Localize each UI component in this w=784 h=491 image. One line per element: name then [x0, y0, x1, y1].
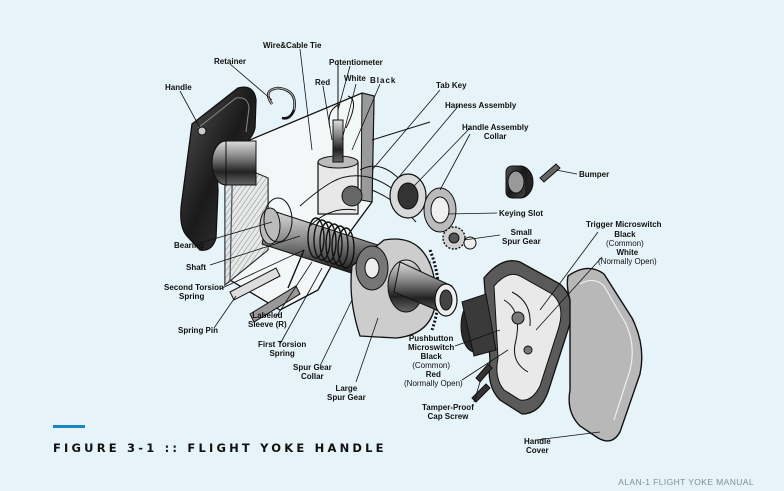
label-first-torsion-spring-line2: Spring	[269, 349, 295, 358]
label-tamper-proof-line1: Tamper-Proof	[422, 403, 474, 412]
label-wire-cable-tie: Wire&Cable Tie	[263, 41, 322, 50]
figure-title: FIGURE 3-1 :: FLIGHT YOKE HANDLE	[53, 441, 387, 455]
label-handle-cover: Handle Cover	[524, 437, 551, 455]
label-white: White	[344, 74, 366, 83]
label-trigger-microswitch: Trigger Microswitch	[586, 220, 662, 229]
label-pushbutton-black: Black	[420, 352, 442, 361]
label-pushbutton-normally-open: (Normally Open)	[404, 379, 463, 388]
label-second-torsion-spring-line2: Spring	[179, 292, 205, 301]
label-second-torsion-spring: Second Torsion Spring	[164, 283, 224, 301]
label-trigger-white: White	[616, 248, 639, 257]
manual-footer: ALAN-1 FLIGHT YOKE MANUAL	[618, 477, 754, 487]
label-pushbutton-common: (Common)	[412, 361, 450, 370]
label-trigger-normally-open: (Normally Open)	[598, 257, 657, 266]
label-tamper-proof-line2: Cap Screw	[427, 412, 469, 421]
label-first-torsion-spring: First Torsion Spring	[258, 340, 306, 358]
large-spur-gear	[350, 238, 458, 339]
label-tab-key: Tab Key	[436, 81, 467, 90]
label-large-spur-gear: Large Spur Gear	[327, 384, 366, 402]
label-trigger-black-common: Black (Common)	[606, 230, 644, 248]
label-black: Black	[370, 76, 397, 85]
label-handle-assembly-collar: Handle Assembly Collar	[462, 123, 528, 141]
handle-assembly-collar	[389, 173, 457, 233]
label-small-spur-gear: Small Spur Gear	[502, 228, 541, 246]
label-spur-gear-collar: Spur Gear Collar	[293, 363, 332, 381]
label-labeled-sleeve-line1: Labeled	[252, 311, 283, 320]
label-red: Red	[315, 78, 331, 87]
label-trigger-white-normally-open: White (Normally Open)	[598, 248, 657, 266]
label-handle-assembly-collar-line2: Collar	[483, 132, 507, 141]
label-handle-cover-line1: Handle	[524, 437, 551, 446]
label-trigger-common: (Common)	[606, 239, 644, 248]
torsion-springs	[287, 217, 355, 289]
accent-bar	[53, 425, 85, 428]
handle-cover	[566, 267, 643, 442]
label-bumper: Bumper	[579, 170, 610, 179]
label-handle: Handle	[165, 83, 192, 92]
label-potentiometer: Potentiometer	[329, 58, 383, 67]
label-first-torsion-spring-line1: First Torsion	[258, 340, 307, 349]
label-labeled-sleeve: Labeled Sleeve (R)	[248, 311, 287, 329]
bumper	[505, 163, 561, 199]
label-shaft: Shaft	[186, 263, 206, 272]
label-pushbutton-red: Red	[425, 370, 441, 379]
spring-pin	[229, 267, 301, 323]
label-harness-assembly: Harness Assembly	[445, 101, 517, 110]
potentiometer	[317, 60, 363, 215]
label-spring-pin: Spring Pin	[178, 326, 218, 335]
label-keying-slot: Keying Slot	[499, 209, 544, 218]
label-large-spur-gear-line2: Spur Gear	[327, 393, 366, 402]
label-pushbutton-microswitch-line1: Pushbutton	[408, 334, 454, 343]
leader-lines	[179, 48, 603, 441]
label-small-spur-gear-line1: Small	[510, 228, 533, 237]
label-bearing: Bearing	[174, 241, 204, 250]
label-large-spur-gear-line1: Large	[335, 384, 358, 393]
label-handle-assembly-collar-line1: Handle Assembly	[462, 123, 529, 132]
label-spur-gear-collar-line2: Collar	[301, 372, 324, 381]
label-second-torsion-spring-line1: Second Torsion	[164, 283, 224, 292]
label-pushbutton-microswitch-line2: Microswitch	[408, 343, 455, 352]
side-plate	[224, 159, 269, 287]
label-small-spur-gear-line2: Spur Gear	[502, 237, 541, 246]
label-trigger-black: Black	[614, 230, 636, 239]
tamper-proof-screws	[471, 363, 493, 403]
label-retainer: Retainer	[214, 57, 247, 66]
label-labeled-sleeve-line2: Sleeve (R)	[248, 320, 287, 329]
label-pushbutton-red-normally-open: Red (Normally Open)	[404, 370, 463, 388]
yoke-body	[460, 260, 573, 415]
small-spur-gear	[442, 226, 477, 250]
label-spur-gear-collar-line1: Spur Gear	[293, 363, 332, 372]
retainer-clip	[266, 86, 296, 120]
label-pushbutton-microswitch: Pushbutton Microswitch Black (Common)	[408, 334, 454, 370]
label-tamper-proof-cap-screw: Tamper-Proof Cap Screw	[422, 403, 474, 421]
label-handle-cover-line2: Cover	[525, 446, 549, 455]
